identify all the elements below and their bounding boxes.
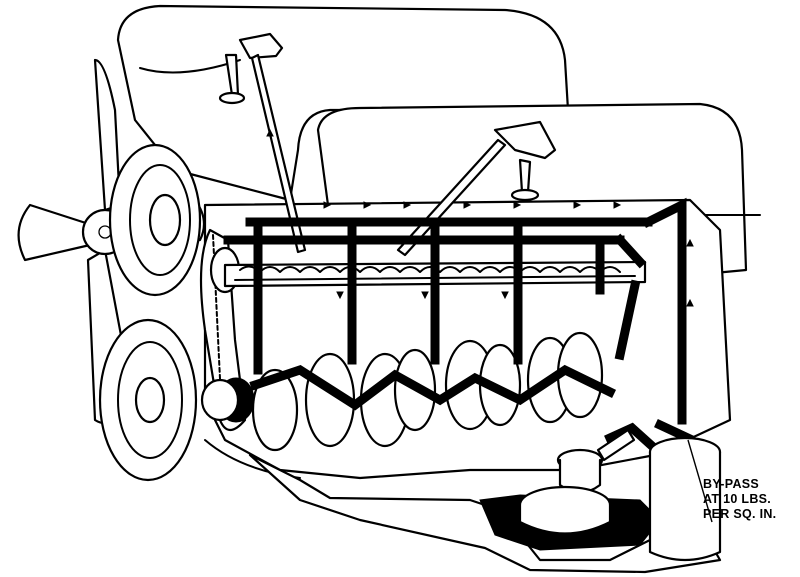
bypass-callout-line-1: BY-PASS	[703, 477, 760, 491]
oil-feed-lines	[604, 419, 694, 453]
oil-pickup-screen	[518, 485, 612, 535]
oil-filter	[648, 436, 722, 562]
rear-rocker-arm	[218, 32, 307, 254]
lower-pulley	[98, 318, 198, 482]
flow-arrows	[266, 128, 694, 307]
bypass-callout-line-3: PER SQ. IN.	[703, 507, 777, 521]
bypass-callout-line-2: AT 10 LBS.	[703, 492, 772, 506]
upper-pulley	[108, 143, 202, 297]
oil-pump	[556, 428, 636, 494]
crankshaft	[200, 331, 617, 452]
bypass-callout: BY-PASS AT 10 LBS. PER SQ. IN.	[703, 477, 799, 522]
oil-gallery-drops	[253, 217, 641, 375]
